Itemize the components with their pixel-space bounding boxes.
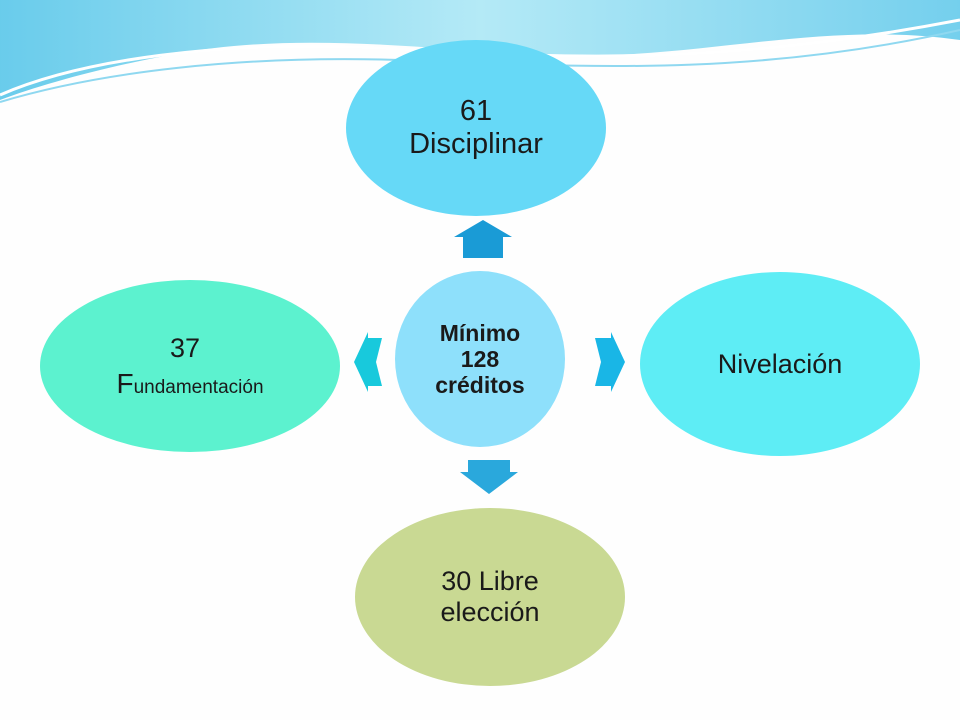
- disciplinar-credits: 61: [459, 95, 493, 127]
- center-line-2: 128: [460, 346, 500, 372]
- arrow-down-icon: [460, 460, 518, 494]
- arrow-up-icon: [454, 220, 512, 258]
- fundamentacion-label-rest: undamentación: [133, 376, 264, 398]
- nivelacion-label: Nivelación: [717, 348, 843, 379]
- node-minimo-creditos: Mínimo 128 créditos: [395, 271, 565, 447]
- libre-eleccion-line2: elección: [440, 597, 540, 627]
- fundamentacion-label: Fundamentación: [116, 368, 263, 400]
- center-line-3: créditos: [435, 372, 525, 398]
- fundamentacion-credits: 37: [169, 332, 201, 363]
- node-libre-eleccion: 30 Libre elección: [355, 508, 625, 686]
- fundamentacion-label-cap: F: [116, 367, 134, 399]
- arrow-left-icon: [354, 332, 382, 392]
- node-nivelacion: Nivelación: [640, 272, 920, 456]
- disciplinar-label: Disciplinar: [409, 128, 543, 160]
- arrow-right-icon: [595, 332, 625, 392]
- node-fundamentacion: 37 Fundamentación: [40, 280, 340, 452]
- libre-eleccion-line1: 30 Libre: [441, 566, 539, 596]
- center-line-1: Mínimo: [439, 320, 521, 346]
- node-disciplinar: 61 Disciplinar: [346, 40, 606, 216]
